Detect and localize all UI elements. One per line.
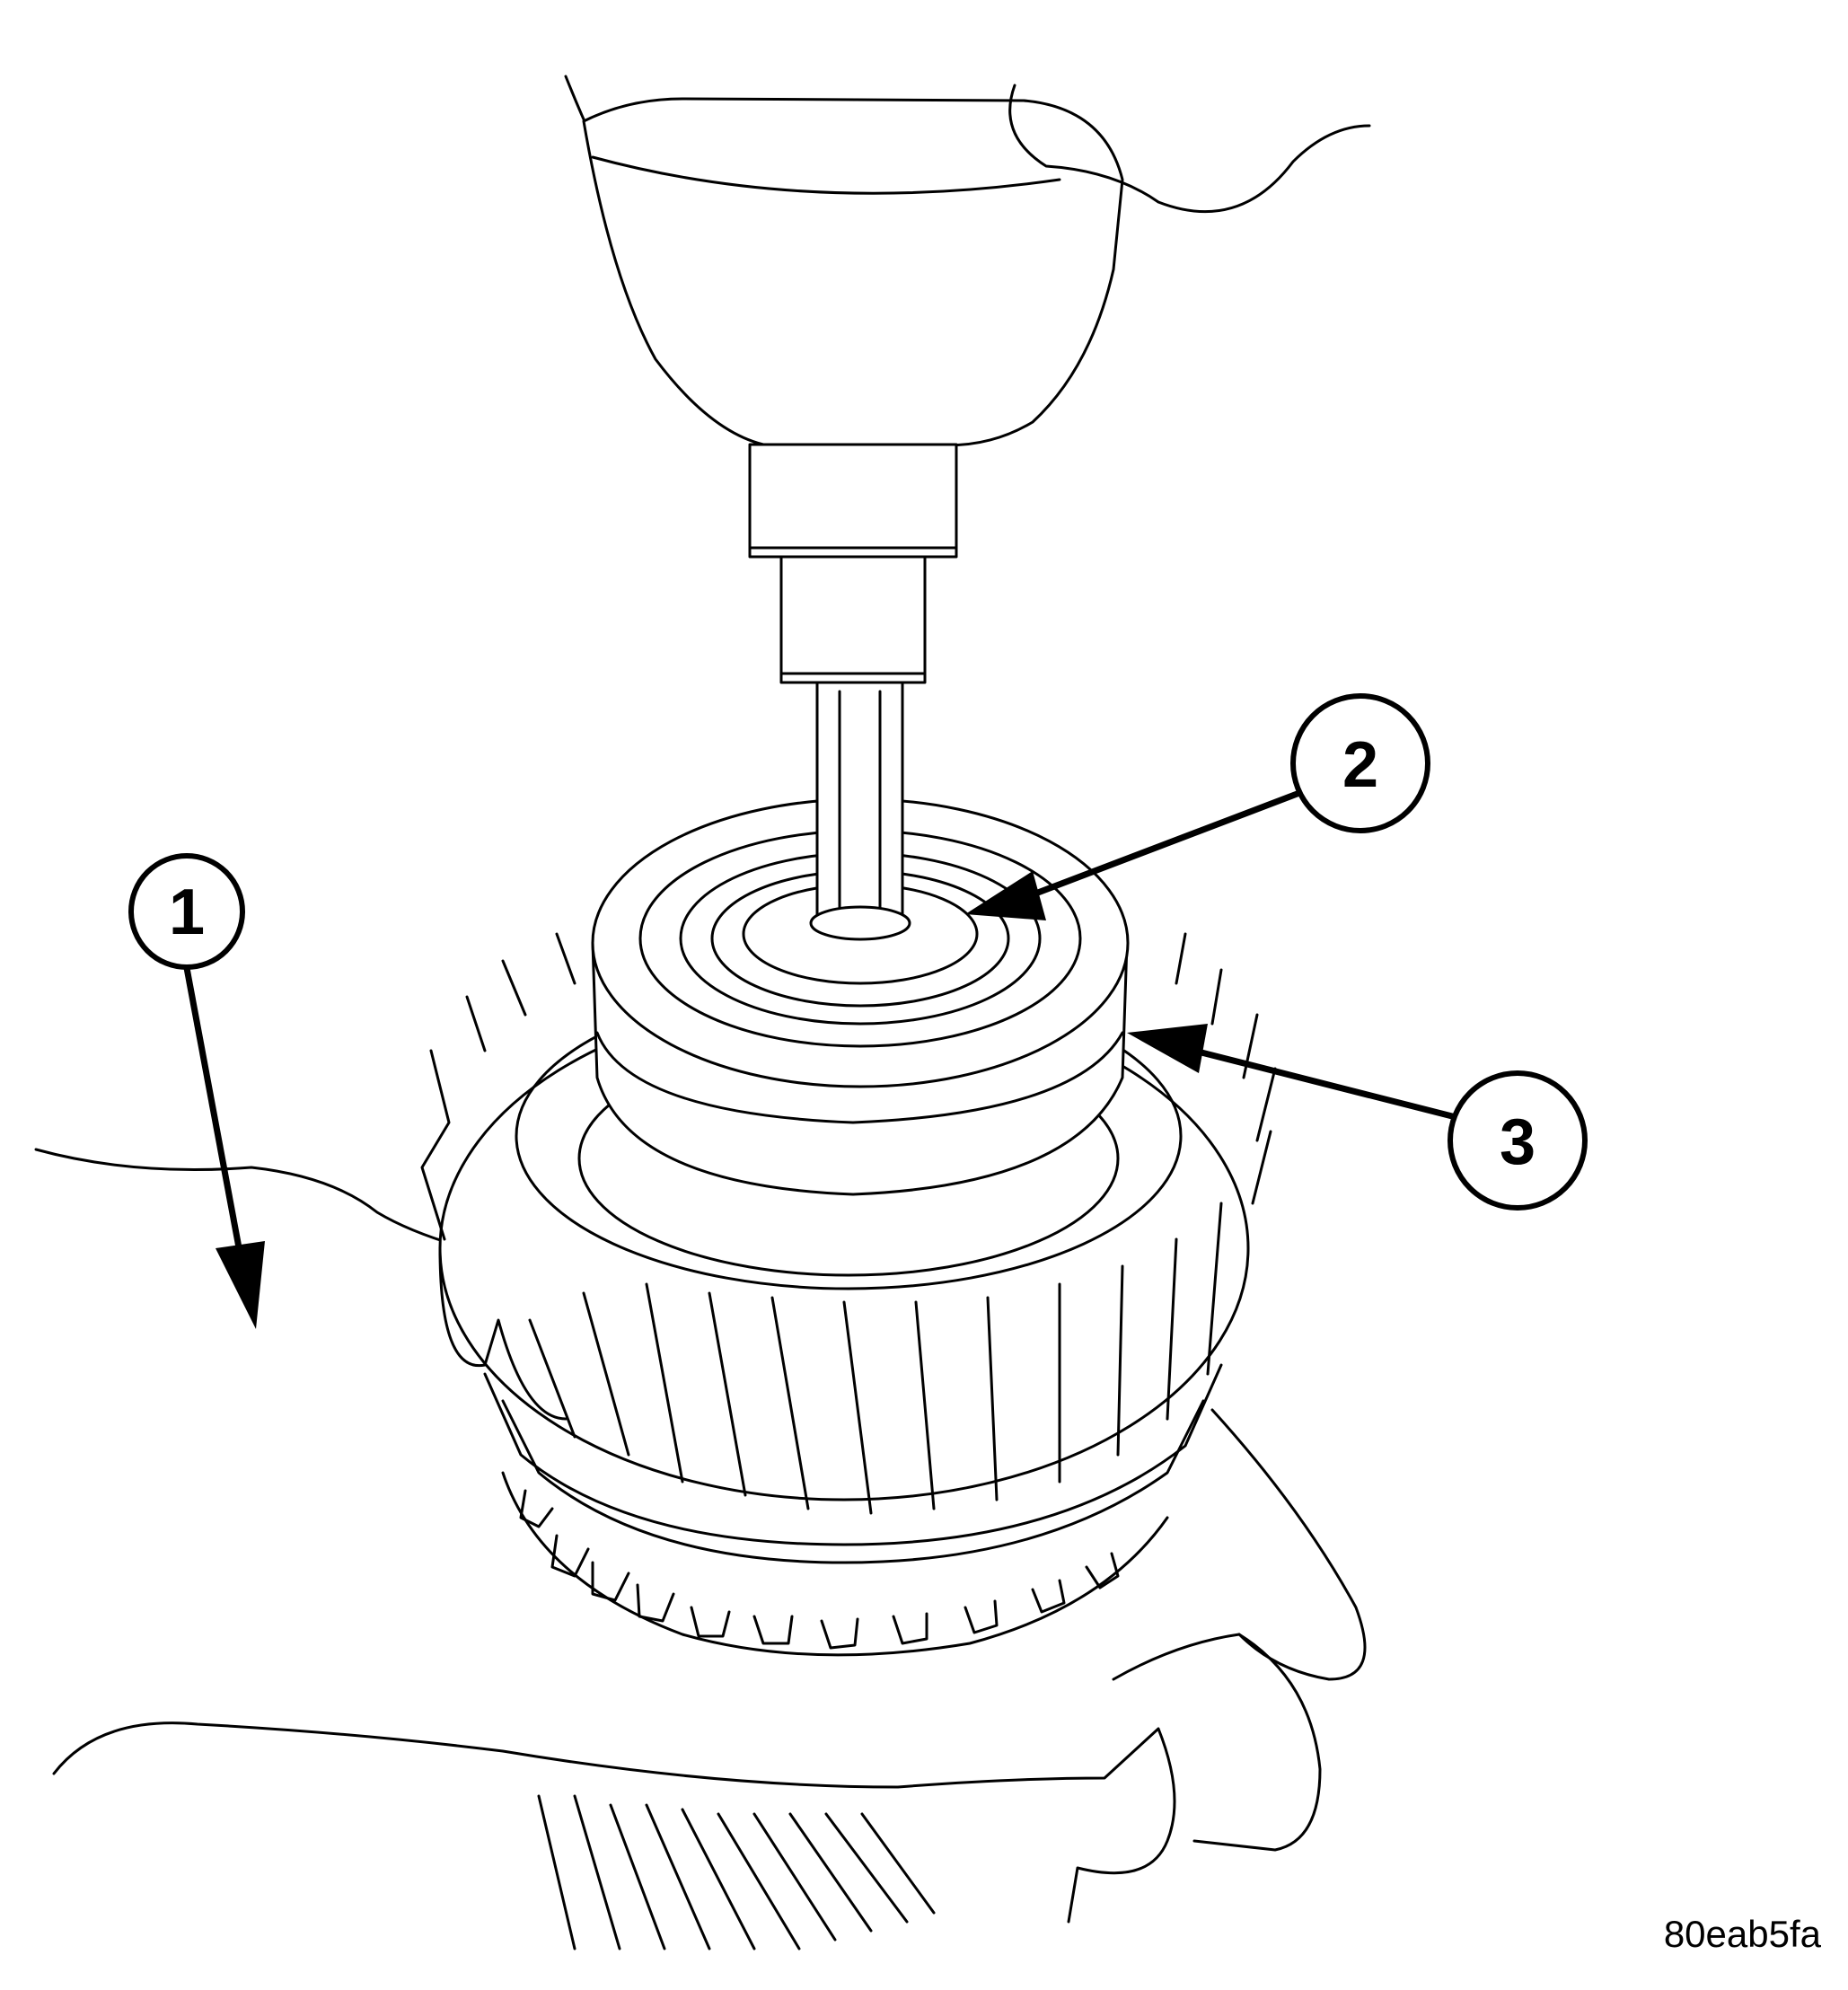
callout-2-number: 2 xyxy=(1342,729,1378,801)
press-tool xyxy=(564,75,1371,936)
tool-tip xyxy=(809,681,911,941)
cloth-outline xyxy=(34,1148,1367,1924)
callout-3: 3 xyxy=(1448,1070,1588,1211)
figure-id-label: 80eab5fa xyxy=(1663,1913,1821,1955)
callout-1: 1 xyxy=(128,853,245,970)
callout-leaders xyxy=(183,787,1460,1329)
callout-2: 2 xyxy=(1290,693,1430,833)
callout-3-number: 3 xyxy=(1500,1106,1536,1178)
bearing xyxy=(591,797,1130,1196)
callout-1-number: 1 xyxy=(169,876,205,948)
synchro-teeth xyxy=(501,1471,1169,1657)
shaft-splines xyxy=(537,1794,936,1950)
